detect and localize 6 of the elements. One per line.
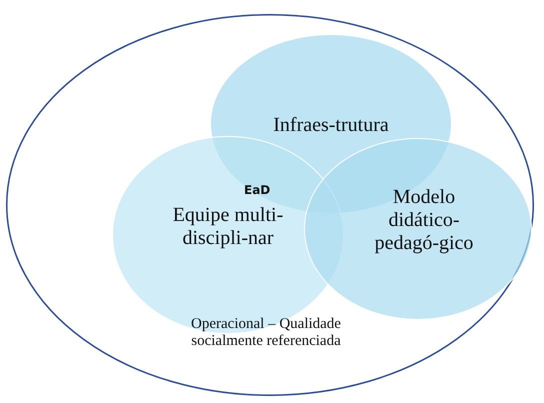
region-label: Infraes-trutura [272,114,390,137]
region-label: Modelo didático- pedagó-gico [374,186,474,255]
region-label: Operacional – Qualidade socialmente referenciada [190,316,342,350]
center-label: EaD [244,183,270,197]
ellipse-region [6,14,534,396]
region-label: Equipe multi- discipli-nar [172,204,284,250]
